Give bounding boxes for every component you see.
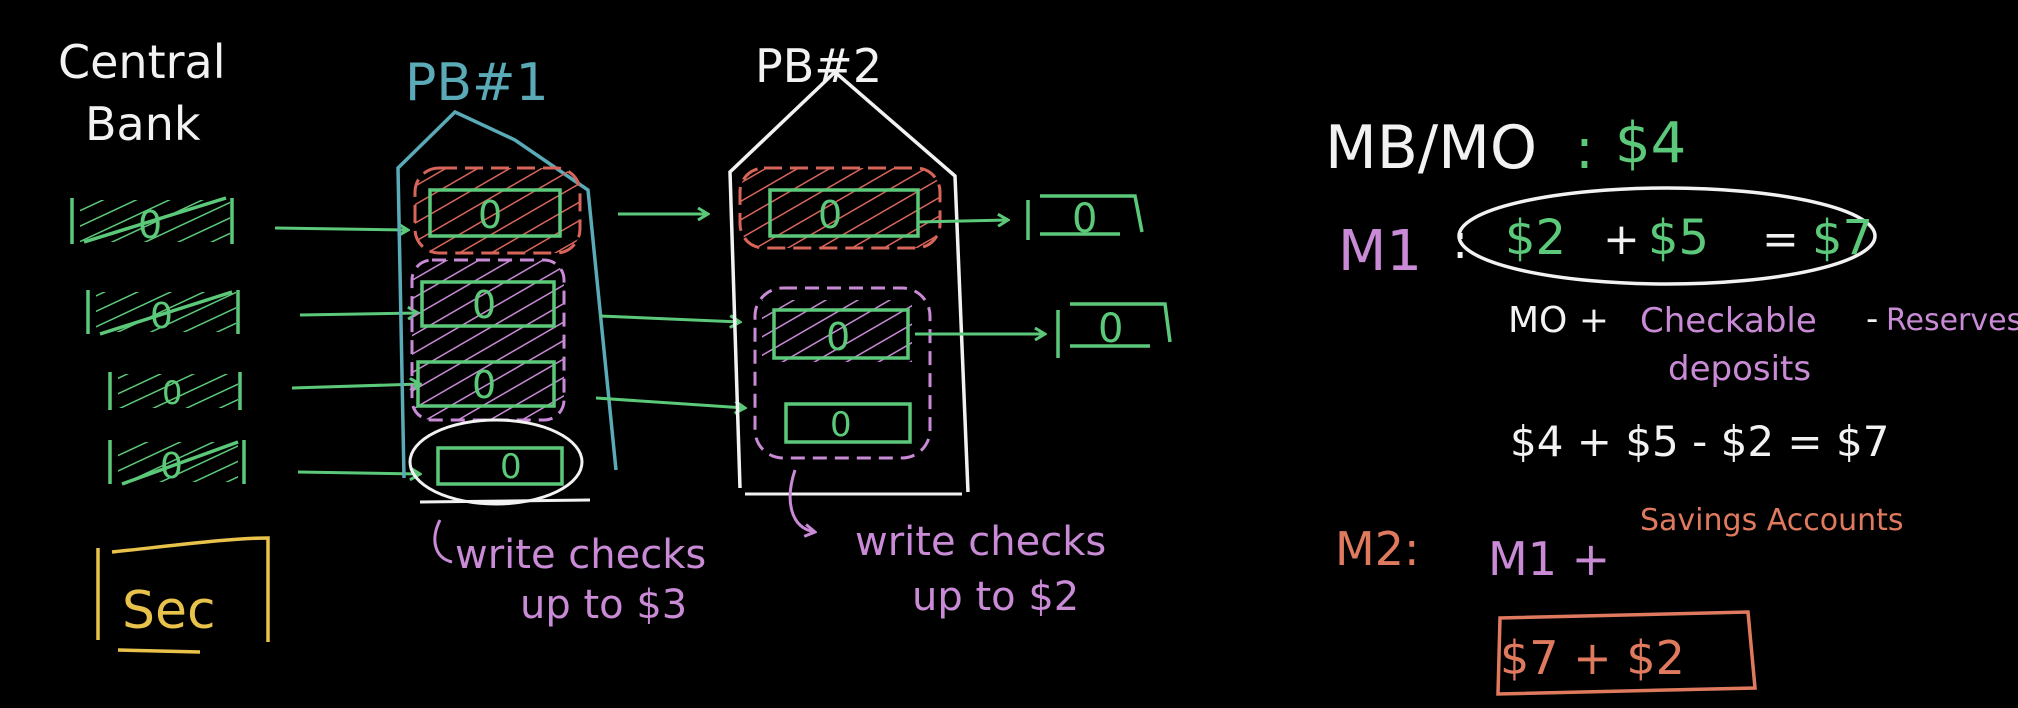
cb-bill-3 <box>108 372 242 410</box>
pb1-to-pb2-arrows <box>595 214 745 408</box>
outside-bill-1-digit: 0 <box>1072 196 1097 242</box>
outside-bills <box>1026 194 1172 358</box>
pb1-floor <box>419 498 591 504</box>
pb1-held-bill-circle <box>408 418 584 506</box>
m1-calculation: $4 + $5 - $2 = $7 <box>1510 417 1889 466</box>
pb1-note-line2: up to $3 <box>520 582 687 628</box>
pb1-note-line1: write checks <box>455 532 706 578</box>
pb2-note-line2: up to $2 <box>912 574 1079 620</box>
cb-bill-2 <box>86 290 240 336</box>
pb2-to-outside-arrows <box>915 220 1045 334</box>
central-bank-label-line1: Central <box>58 35 226 89</box>
pb1-lent-region <box>410 258 566 422</box>
pb2-note-line1: write checks <box>855 519 1106 565</box>
mb-mo-value: $4 <box>1615 111 1686 176</box>
pb2-lent-region <box>753 286 932 460</box>
pb2-bill-2-digit: 0 <box>826 315 850 359</box>
pb2-bill-3-digit: 0 <box>830 405 852 445</box>
securities-label: Sec <box>122 581 216 641</box>
m2-savings: Savings Accounts <box>1640 503 1904 538</box>
outside-bill-2-digit: 0 <box>1098 306 1123 352</box>
cb-bill-4 <box>108 440 246 486</box>
mb-mo-label: MB/MO <box>1325 113 1537 183</box>
pb1-bill-1-digit: 0 <box>478 193 502 237</box>
pb2-label: PB#2 <box>755 39 882 93</box>
m2-m1: M1 + <box>1488 532 1610 586</box>
pb2-bill-1-digit: 0 <box>818 193 842 237</box>
pb1-bill-2-digit: 0 <box>472 283 496 327</box>
m2-sum: $7 + $2 <box>1500 631 1685 685</box>
pb1-building-outline <box>396 109 618 479</box>
formula-mo: MO + <box>1508 300 1609 341</box>
pb1-bill-3-digit: 0 <box>472 363 496 407</box>
central-bank-bills <box>70 196 246 486</box>
pb1-label: PB#1 <box>405 53 549 113</box>
mb-mo-colon: : <box>1575 117 1594 182</box>
cb-bill-4-digit: 0 <box>160 446 183 487</box>
formula-checkable: Checkable <box>1640 301 1817 341</box>
m1-sum-circle <box>1457 186 1877 286</box>
pb1-note-hook <box>433 519 453 564</box>
pb1-bills <box>416 188 564 486</box>
m1-plus: + <box>1603 214 1640 265</box>
m1-total: $7 <box>1812 210 1873 266</box>
pb2-bills <box>768 188 920 444</box>
m1-label: M1 <box>1338 219 1422 284</box>
securities-box <box>96 536 270 654</box>
m2-label: M2: <box>1335 522 1419 576</box>
cb-bill-1 <box>70 196 234 244</box>
cb-bill-3-digit: 0 <box>162 374 182 412</box>
m1-equals: = <box>1762 214 1799 265</box>
cb-bill-1-digit: 0 <box>138 203 162 247</box>
formula-deposits: deposits <box>1668 349 1811 389</box>
m1-part-b: $5 <box>1648 210 1709 266</box>
cb-bill-2-digit: 0 <box>150 296 173 337</box>
central-bank-label-line2: Bank <box>85 97 201 151</box>
formula-minus: - <box>1866 299 1878 339</box>
cb-to-pb1-arrows <box>274 228 420 474</box>
formula-reserves: Reserves <box>1886 303 2018 338</box>
pb2-note-hook <box>788 469 815 532</box>
pb2-reserve-region <box>738 166 942 250</box>
pb2-building-outline <box>728 69 970 493</box>
m2-sum-box <box>1496 610 1757 696</box>
pb1-bill-4-digit: 0 <box>500 447 522 487</box>
m1-part-a: $2 <box>1505 210 1566 266</box>
